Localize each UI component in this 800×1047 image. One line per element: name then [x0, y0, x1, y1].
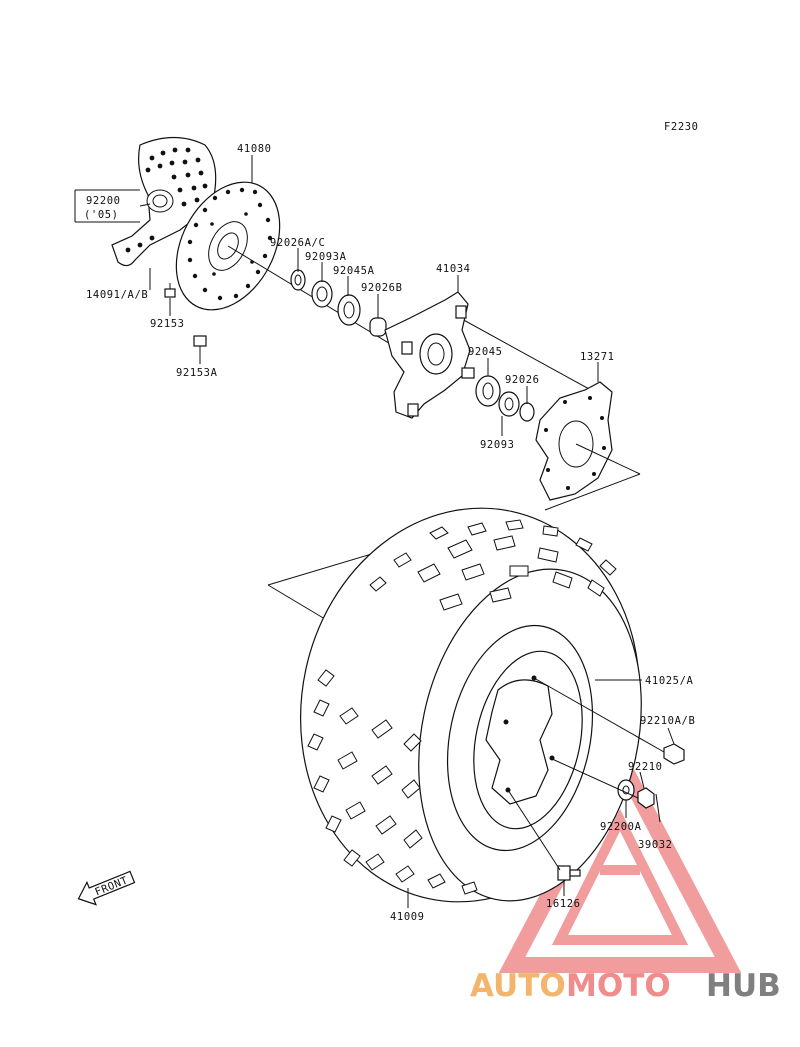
axle-center-line-2 [459, 317, 601, 396]
label-92210: 92210 [628, 761, 663, 773]
tire-tread-blocks [307, 519, 617, 895]
label-92093a: 92093A [305, 251, 347, 263]
label-16126: 16126 [546, 898, 581, 910]
label-92210a-b: 92210A/B [640, 715, 695, 727]
label-92200: 92200 [86, 195, 121, 207]
watermark-auto: AUTO [470, 968, 566, 1004]
leader-lines [74, 155, 675, 908]
cotter-39032 [655, 793, 661, 823]
label-41025a: 41025/A [645, 675, 694, 687]
label-92026a-c: 92026A/C [270, 237, 325, 249]
seal-92026a-c [290, 269, 306, 291]
wheel-rim [446, 624, 594, 852]
hub [384, 291, 475, 419]
cover-perforations [125, 147, 208, 253]
label-92153a: 92153A [176, 367, 218, 379]
part-labels: 92200 ('05) 41080 14091/A/B 92153 92153A… [84, 143, 695, 923]
seal-92093 [498, 391, 520, 417]
nut-92210a-b [663, 743, 685, 765]
label-13271: 13271 [580, 351, 615, 363]
spacer-92026b [369, 317, 387, 337]
label-92026: 92026 [505, 374, 540, 386]
label-92045a: 92045A [333, 265, 375, 277]
bearing-92045a [337, 294, 361, 326]
bolt-92153 [164, 283, 176, 298]
label-92045: 92045 [468, 346, 503, 358]
label-92200a: 92200A [600, 821, 642, 833]
assembly-line-a [575, 443, 641, 475]
label-92093: 92093 [480, 439, 515, 451]
label-41009: 41009 [390, 911, 425, 923]
nut-92210 [637, 787, 655, 809]
label-92153: 92153 [150, 318, 185, 330]
axle-center-line [227, 245, 393, 346]
spacer-92026 [519, 402, 535, 422]
label-14091: 14091/A/B [86, 289, 148, 301]
label-39032: 39032 [638, 839, 673, 851]
front-label: FRONT [93, 874, 130, 898]
label-92200-note: ('05) [84, 209, 119, 221]
front-arrow: FRONT [77, 870, 136, 906]
brake-disc-cover [111, 136, 217, 267]
bearing-92045 [475, 375, 501, 407]
seal-92093a [311, 280, 333, 308]
bolt-92153a [193, 335, 207, 347]
label-92026b: 92026B [361, 282, 403, 294]
watermark-moto: MOTO [566, 968, 671, 1004]
valve-16126 [557, 865, 581, 881]
label-41080: 41080 [237, 143, 272, 155]
label-41034: 41034 [436, 263, 471, 275]
cover-plate-holes [544, 396, 606, 490]
watermark-text: AUTO MOTO HUB [470, 968, 781, 1004]
figure-code: F2230 [664, 121, 699, 133]
cover-plate [535, 381, 613, 501]
watermark-hub: HUB [706, 968, 781, 1004]
assembly-line-b [544, 473, 641, 511]
